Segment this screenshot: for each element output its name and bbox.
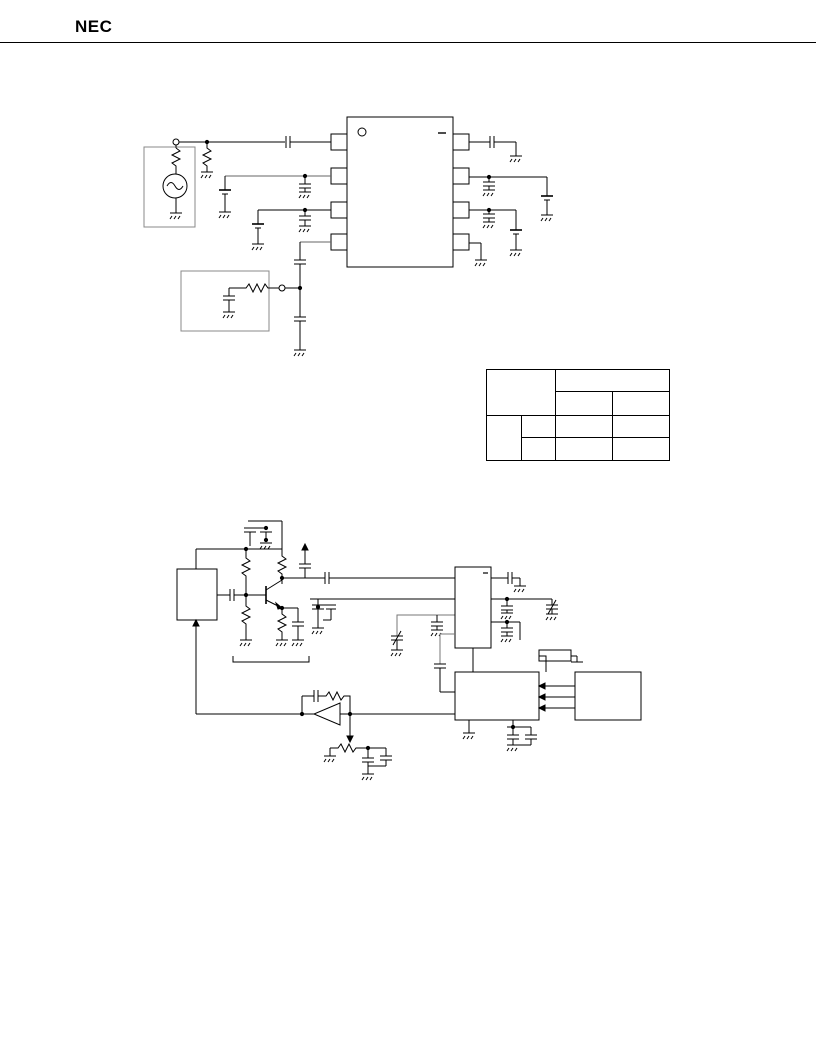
ic-right-pins xyxy=(453,134,469,250)
controller-block xyxy=(575,672,641,720)
signal-source-block xyxy=(177,569,217,620)
pll-synthesizer-ic xyxy=(455,672,539,720)
ic-package-8pin xyxy=(347,117,453,267)
header-rule xyxy=(0,42,816,43)
loop-filter-amplifier-icon xyxy=(314,703,340,725)
measurement-instrument-box xyxy=(181,271,269,331)
nec-logo: NEC xyxy=(75,17,113,36)
prescaler-ic xyxy=(455,567,491,648)
pin1-marker xyxy=(358,128,366,136)
source-resistor xyxy=(172,148,180,174)
ac-source-icon xyxy=(163,174,187,198)
input-termination-resistor xyxy=(203,142,211,172)
signal-generator-box xyxy=(144,147,195,227)
